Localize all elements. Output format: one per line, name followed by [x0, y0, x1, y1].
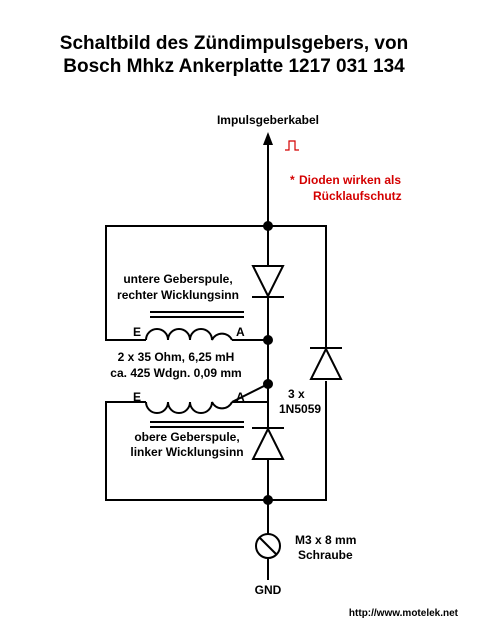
ground-label: GND [255, 583, 282, 597]
diode-1-icon [251, 265, 285, 299]
pulse-icon [285, 140, 299, 151]
note-line-1: Dioden wirken als [299, 173, 401, 187]
diode-3-icon [309, 346, 343, 380]
screw-label-2: Schraube [298, 548, 353, 562]
upper-coil-icon [145, 401, 244, 428]
note-line-2: Rücklaufschutz [313, 189, 402, 203]
diode-count-label: 3 x [288, 387, 305, 401]
terminal-e-upper: E [133, 390, 141, 404]
terminal-a-lower: A [236, 325, 245, 339]
website-url: http://www.motelek.net [349, 608, 459, 619]
terminal-e-lower: E [133, 325, 141, 339]
upper-coil-label-1: obere Geberspule, [134, 430, 239, 444]
cable-arrow [263, 132, 273, 226]
title-line-2: Bosch Mhkz Ankerplatte 1217 031 134 [63, 56, 405, 77]
terminal-a-upper: A [236, 390, 245, 404]
cable-label: Impulsgeberkabel [217, 113, 319, 127]
screw-icon [255, 533, 281, 559]
coil-specs-line-2: ca. 425 Wdgn. 0,09 mm [110, 366, 241, 380]
coil-specs-line-1: 2 x 35 Ohm, 6,25 mH [118, 350, 235, 364]
lower-coil-icon [145, 311, 244, 341]
diode-2-icon [251, 426, 285, 460]
lower-coil-label-1: untere Geberspule, [123, 272, 232, 286]
title-line-1: Schaltbild des Zündimpulsgebers, von [60, 33, 408, 54]
junction-dots [263, 221, 273, 505]
upper-coil-label-2: linker Wicklungsinn [130, 445, 243, 459]
diode-type-label: 1N5059 [279, 402, 321, 416]
note-asterisk: * [290, 173, 295, 187]
screw-label-1: M3 x 8 mm [295, 533, 356, 547]
lower-coil-label-2: rechter Wicklungsinn [117, 288, 239, 302]
